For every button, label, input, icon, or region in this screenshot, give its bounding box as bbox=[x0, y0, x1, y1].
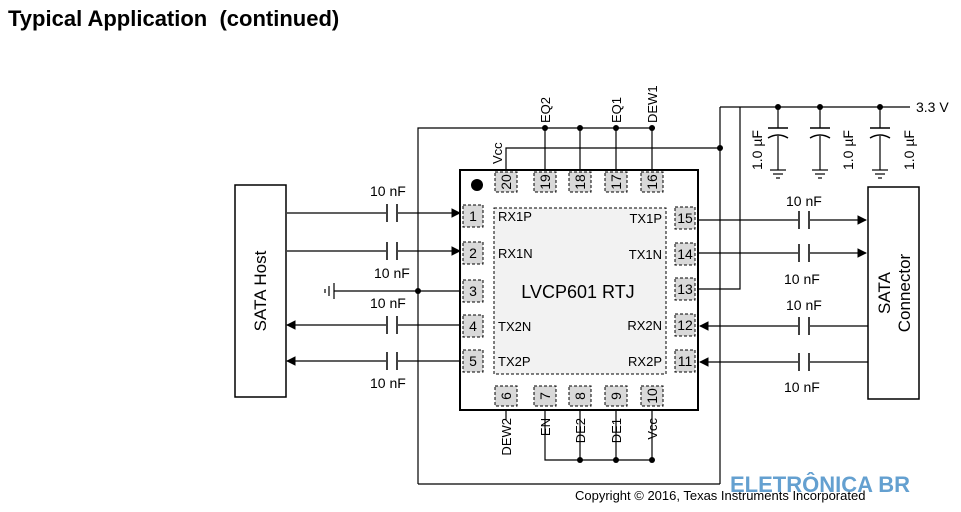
supply-label: 3.3 V bbox=[916, 99, 949, 115]
sata-connector-box bbox=[867, 186, 920, 400]
pin-label-5: TX2P bbox=[498, 354, 531, 369]
pin-label-1: RX1P bbox=[498, 209, 532, 224]
pin-8 bbox=[568, 385, 592, 407]
chip-thermal-pad bbox=[493, 207, 667, 375]
pin-label-8: DE2 bbox=[573, 418, 588, 443]
cap-label-rx1n: 10 nF bbox=[374, 265, 410, 281]
junctions bbox=[415, 104, 883, 463]
pin-18 bbox=[568, 171, 592, 193]
page-title: Typical Application (continued) bbox=[8, 6, 340, 31]
pin-4 bbox=[462, 314, 484, 338]
pin-number-19: 19 bbox=[537, 174, 553, 190]
series-capacitors bbox=[386, 204, 810, 371]
pin-number-5: 5 bbox=[469, 353, 477, 369]
pin-1 bbox=[462, 204, 484, 228]
watermark-logo: ELETRÔNICA BR bbox=[730, 472, 910, 497]
cap-label-tx1p: 10 nF bbox=[786, 193, 822, 209]
pin-3 bbox=[462, 279, 484, 303]
pin-2 bbox=[462, 241, 484, 265]
cap-label-rx1p: 10 nF bbox=[370, 183, 406, 199]
pin-label-19: EQ2 bbox=[538, 97, 553, 123]
pin-number-9: 9 bbox=[608, 392, 624, 400]
cap-label-tx2n: 10 nF bbox=[370, 295, 406, 311]
pin-16 bbox=[640, 171, 664, 193]
chip-name: LVCP601 RTJ bbox=[521, 282, 634, 302]
pin-5 bbox=[462, 349, 484, 373]
pin-11 bbox=[674, 349, 696, 373]
decoupling-label-3: 1.0 µF bbox=[901, 130, 917, 170]
pin-number-16: 16 bbox=[644, 174, 660, 190]
ground-symbols bbox=[324, 169, 888, 299]
sata-connector-label-2: Connector bbox=[895, 253, 914, 332]
pin-number-11: 11 bbox=[678, 353, 693, 369]
pin-13 bbox=[674, 277, 696, 301]
decoupling-capacitors bbox=[767, 127, 891, 139]
pin-10 bbox=[640, 385, 664, 407]
pin-7 bbox=[533, 385, 557, 407]
pin-label-14: TX1N bbox=[629, 247, 662, 262]
decoupling-label-1: 1.0 µF bbox=[749, 130, 765, 170]
cap-label-rx2n: 10 nF bbox=[786, 297, 822, 313]
pin-label-10: Vcc bbox=[645, 418, 660, 440]
pin-label-11: RX2P bbox=[628, 354, 662, 369]
pin-number-14: 14 bbox=[677, 246, 693, 262]
pin-number-2: 2 bbox=[469, 245, 477, 261]
pin-label-2: RX1N bbox=[498, 246, 533, 261]
cap-label-tx1n: 10 nF bbox=[784, 271, 820, 287]
pin-label-20: Vcc bbox=[490, 142, 505, 164]
pin-label-15: TX1P bbox=[629, 211, 662, 226]
pin-15 bbox=[674, 206, 696, 230]
pin-19 bbox=[533, 171, 557, 193]
pin-label-9: DE1 bbox=[609, 418, 624, 443]
sata-host-box bbox=[234, 184, 287, 398]
decoupling-label-2: 1.0 µF bbox=[840, 130, 856, 170]
pin-number-18: 18 bbox=[572, 174, 588, 190]
sata-host-label: SATA Host bbox=[251, 250, 270, 331]
pin-label-6: DEW2 bbox=[499, 418, 514, 456]
pin-number-4: 4 bbox=[469, 318, 477, 334]
pin-number-20: 20 bbox=[498, 174, 514, 190]
pin-9 bbox=[604, 385, 628, 407]
sata-connector-label-1: SATA bbox=[875, 271, 894, 314]
pin-label-16: DEW1 bbox=[645, 85, 660, 123]
copyright-text: Copyright © 2016, Texas Instruments Inco… bbox=[575, 488, 865, 503]
pin-number-7: 7 bbox=[537, 392, 553, 400]
pin-number-15: 15 bbox=[677, 210, 693, 226]
pin-label-12: RX2N bbox=[627, 318, 662, 333]
pin-14 bbox=[674, 242, 696, 266]
pin-12 bbox=[674, 313, 696, 337]
pin-number-8: 8 bbox=[572, 392, 588, 400]
pin-number-12: 12 bbox=[677, 317, 693, 333]
pin-number-13: 13 bbox=[677, 281, 693, 297]
pin-number-3: 3 bbox=[469, 283, 477, 299]
pin-label-7: EN bbox=[538, 418, 553, 436]
pin-6 bbox=[494, 385, 518, 407]
pin-number-17: 17 bbox=[608, 174, 624, 190]
pin-number-6: 6 bbox=[498, 392, 514, 400]
pin-label-17: EQ1 bbox=[609, 97, 624, 123]
pin1-marker bbox=[471, 179, 483, 191]
pin-number-1: 1 bbox=[469, 208, 477, 224]
pin-label-4: TX2N bbox=[498, 319, 531, 334]
pin-20 bbox=[494, 171, 518, 193]
pin-17 bbox=[604, 171, 628, 193]
cap-label-rx2p: 10 nF bbox=[784, 379, 820, 395]
pin-number-10: 10 bbox=[644, 388, 660, 404]
cap-label-tx2p: 10 nF bbox=[370, 375, 406, 391]
